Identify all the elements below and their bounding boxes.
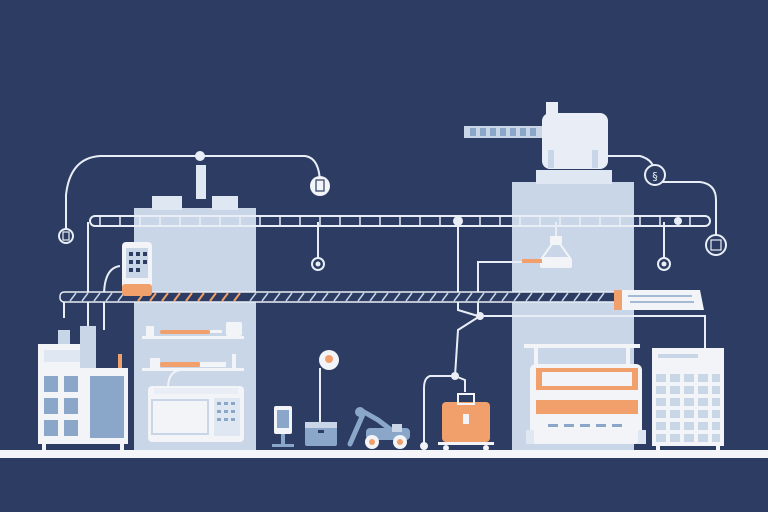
sensor-icon (58, 228, 74, 244)
sensor-nodes: § (58, 151, 727, 380)
wiring (63, 155, 717, 444)
lower-conveyor (59, 291, 621, 303)
hanging-gripper (522, 236, 572, 268)
robotic-arm-vehicle (347, 407, 410, 449)
server-rack (652, 348, 724, 452)
document-tray (614, 290, 704, 310)
orange-luggage-cart (420, 393, 494, 451)
box-device (305, 422, 337, 446)
svg-text:§: § (652, 170, 658, 183)
left-shelves (142, 322, 244, 371)
tablet-device (122, 242, 152, 296)
clipboard-icon (705, 234, 727, 256)
document-icon (310, 176, 330, 196)
gantry-crane (464, 102, 608, 169)
industrial-press (524, 344, 646, 444)
kiosk (272, 406, 294, 447)
control-cabinet (38, 326, 128, 452)
printer-machine (148, 369, 244, 442)
upper-conveyor (89, 215, 711, 227)
factory-floor (0, 450, 768, 458)
gear-icon (644, 164, 666, 186)
